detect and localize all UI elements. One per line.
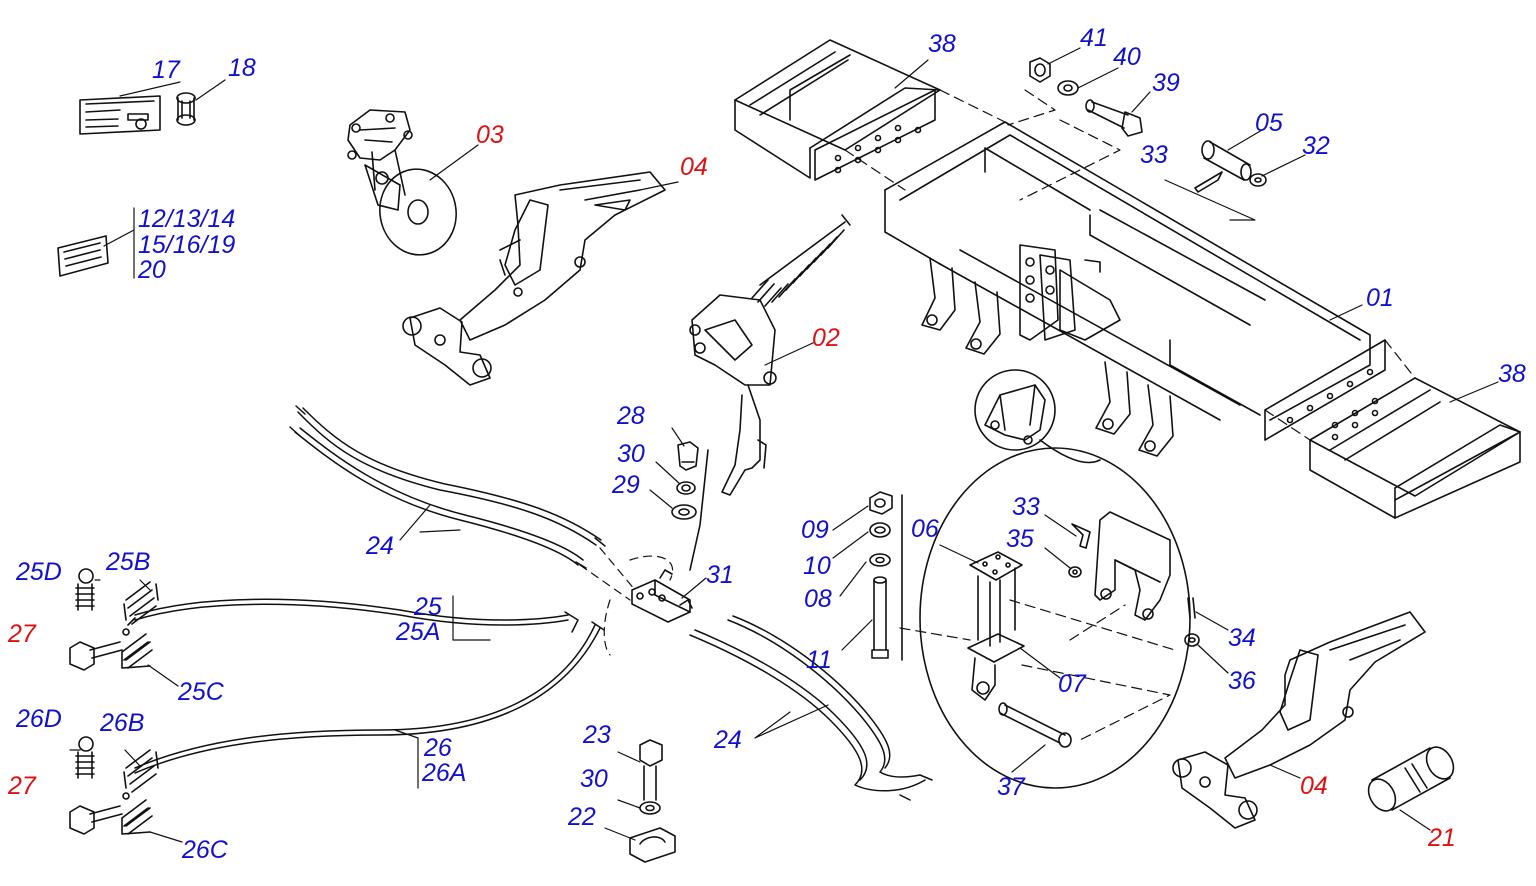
- tine-arm-assembly-top: [402, 171, 666, 386]
- label-40: 40: [1113, 43, 1141, 71]
- spring-tine-assembly: [689, 214, 851, 496]
- label-25C: 25C: [178, 678, 224, 706]
- label-37: 37: [997, 773, 1025, 801]
- label-07: 07: [1058, 670, 1086, 698]
- label-17: 17: [152, 56, 180, 84]
- label-25: 25: [414, 593, 442, 621]
- alignment-lines: [844, 89, 1416, 441]
- label-08: 08: [804, 585, 832, 613]
- label-04-bottom: 04: [1300, 772, 1328, 800]
- label-01: 01: [1366, 284, 1394, 312]
- label-12-13-14: 12/13/14: [138, 205, 236, 233]
- label-25B: 25B: [106, 548, 151, 576]
- label-26B: 26B: [100, 709, 145, 737]
- label-41: 41: [1080, 24, 1108, 52]
- label-18: 18: [228, 54, 256, 82]
- label-33-detail: 33: [1012, 493, 1040, 521]
- label-30-top: 30: [617, 440, 645, 468]
- label-26C: 26C: [182, 836, 228, 864]
- label-25D: 25D: [16, 558, 62, 586]
- label-09: 09: [801, 516, 829, 544]
- tube-part: [1367, 746, 1455, 812]
- label-11: 11: [806, 646, 832, 674]
- label-34: 34: [1228, 624, 1256, 652]
- bolt-stack-parts: [869, 491, 903, 661]
- label-38-top: 38: [928, 30, 956, 58]
- label-03: 03: [476, 121, 504, 149]
- label-21: 21: [1428, 824, 1456, 852]
- spacer-part: [176, 92, 196, 126]
- pin-washer-clip-parts: [1194, 140, 1267, 193]
- label-33-top: 33: [1140, 141, 1168, 169]
- label-27-top: 27: [8, 620, 36, 648]
- label-06: 06: [911, 515, 939, 543]
- label-15-16-19: 15/16/19: [138, 231, 236, 259]
- label-28: 28: [617, 402, 645, 430]
- label-30-bottom: 30: [580, 765, 608, 793]
- detail-dashed-lines: [899, 599, 1176, 741]
- plug-washer-parts: [671, 441, 709, 571]
- hose-dashed-lines: [579, 547, 674, 656]
- detail-view: [919, 369, 1200, 789]
- label-04-top: 04: [680, 153, 708, 181]
- label-29: 29: [612, 471, 640, 499]
- label-39: 39: [1152, 69, 1180, 97]
- hose-clamp-parts: [629, 739, 676, 863]
- label-31: 31: [706, 561, 734, 589]
- leader-lines: [69, 47, 1499, 843]
- label-38-right: 38: [1498, 360, 1526, 388]
- label-05: 05: [1255, 109, 1283, 137]
- label-25A: 25A: [396, 618, 441, 646]
- tine-arm-assembly-bottom: [1172, 611, 1426, 829]
- label-36: 36: [1228, 667, 1256, 695]
- label-24-bottom: 24: [714, 726, 742, 754]
- label-35: 35: [1006, 525, 1034, 553]
- label-27-bottom: 27: [8, 772, 36, 800]
- coupler-group-26: [69, 736, 159, 835]
- main-frame-assembly: [734, 39, 1521, 519]
- hydraulic-hoses: [134, 405, 933, 801]
- label-26D: 26D: [16, 705, 62, 733]
- nameplate-part: [79, 95, 161, 135]
- label-26: 26: [424, 734, 452, 762]
- label-24-top: 24: [366, 532, 394, 560]
- label-26A: 26A: [422, 759, 467, 787]
- label-23: 23: [583, 721, 611, 749]
- nut-washer-bolt-parts: [1029, 57, 1143, 137]
- label-32: 32: [1302, 132, 1330, 160]
- label-20: 20: [138, 256, 166, 284]
- coupler-group-25: [69, 568, 159, 671]
- hydraulic-block: [631, 569, 693, 623]
- disc-coulter-assembly: [347, 109, 457, 256]
- label-10: 10: [803, 552, 831, 580]
- label-22: 22: [568, 803, 596, 831]
- decal-part: [57, 235, 109, 277]
- label-02: 02: [812, 324, 840, 352]
